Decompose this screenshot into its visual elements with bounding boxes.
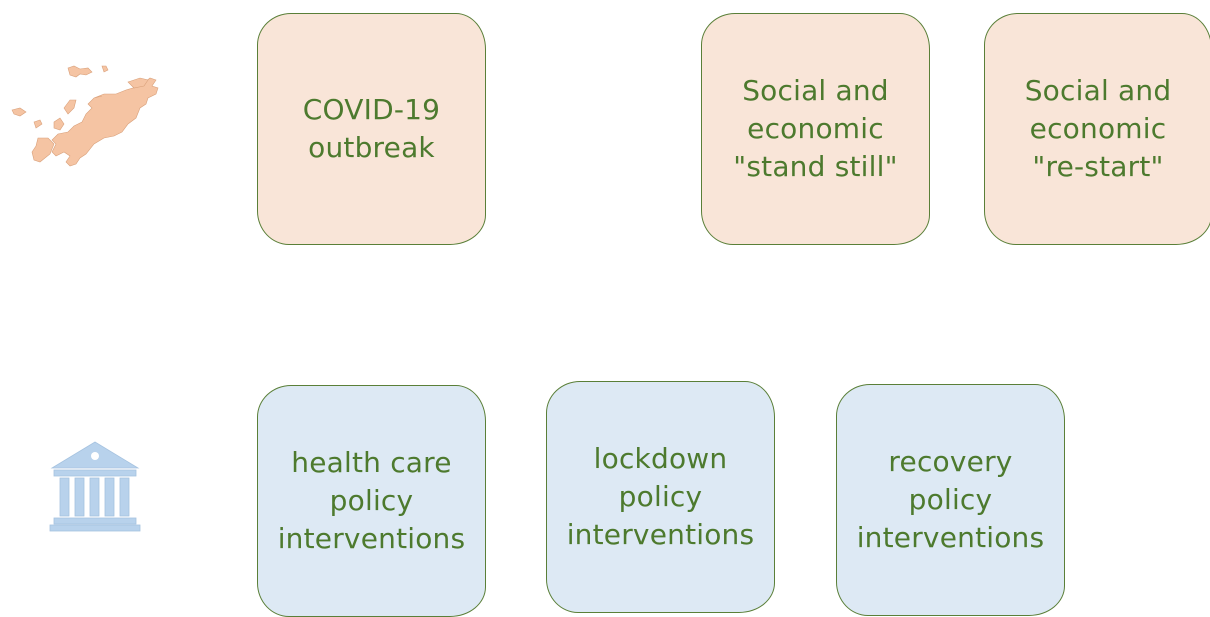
lockdown-policy-label: lockdown policy interventions [566, 442, 755, 551]
stand-still-label: Social and economic "stand still" [733, 74, 898, 183]
health-care-policy-box: health care policy interventions [257, 385, 486, 617]
lockdown-policy-box: lockdown policy interventions [546, 381, 775, 613]
re-start-box: Social and economic "re-start" [984, 13, 1210, 245]
government-building-icon [49, 441, 141, 532]
europe-map-icon [11, 65, 159, 167]
health-care-policy-label: health care policy interventions [277, 446, 466, 555]
recovery-policy-label: recovery policy interventions [856, 445, 1045, 554]
covid-outbreak-box: COVID-19 outbreak [257, 13, 486, 245]
re-start-label: Social and economic "re-start" [1024, 74, 1172, 183]
stand-still-box: Social and economic "stand still" [701, 13, 930, 245]
recovery-policy-box: recovery policy interventions [836, 384, 1065, 616]
covid-outbreak-label: COVID-19 outbreak [302, 93, 441, 164]
